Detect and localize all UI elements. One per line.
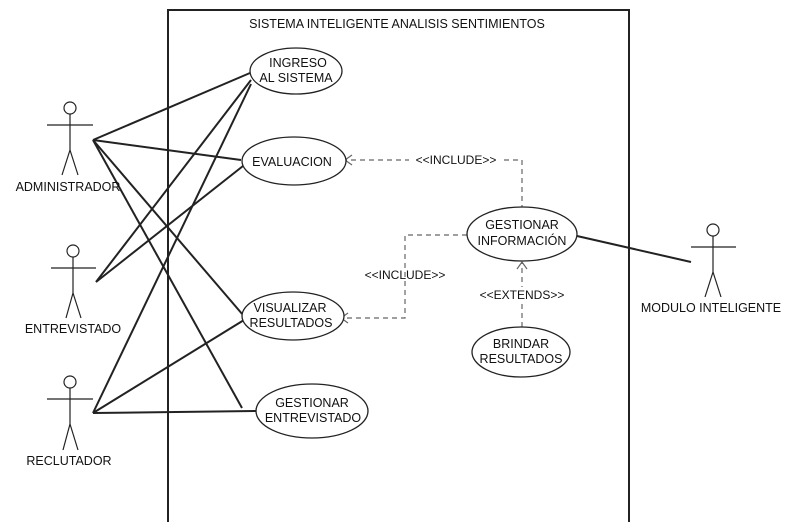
actor-entrevistado-leg-left — [65, 292, 74, 319]
usecase-gestionar-entrevistado[interactable]: GESTIONAR ENTREVISTADO — [255, 383, 369, 439]
usecase-visualizar-line2: RESULTADOS — [250, 316, 333, 330]
assoc-admin-ingreso — [92, 72, 251, 141]
extends-label-bg — [474, 287, 570, 302]
actor-modulo-leg-left — [704, 271, 714, 298]
include-path-evaluacion — [345, 159, 523, 210]
usecase-visualizar[interactable]: VISUALIZAR RESULTADOS — [241, 291, 345, 341]
usecase-ingreso-line1: INGRESO — [269, 56, 327, 70]
usecase-evaluacion-shape — [241, 136, 347, 186]
system-boundary — [167, 9, 630, 522]
usecase-brindar-shape — [471, 326, 571, 378]
include-label-visualizar: <<INCLUDE>> — [365, 268, 446, 282]
actor-reclutador-leg-right — [69, 423, 79, 451]
actor-entrevistado-leg-right — [72, 292, 82, 319]
usecase-gestionar-informacion-line2: INFORMACIÓN — [478, 233, 567, 248]
associations — [92, 72, 692, 414]
include-label-evaluacion: <<INCLUDE>> — [416, 153, 497, 167]
usecase-ingreso-shape — [249, 47, 343, 95]
assoc-entrevistado-ingreso — [95, 79, 252, 283]
usecase-ingreso-line2: AL SISTEMA — [259, 71, 333, 85]
assoc-reclutador-ingreso — [92, 83, 252, 414]
actor-modulo-inteligente[interactable] — [691, 223, 736, 298]
usecase-gestionar-entrevistado-shape — [255, 383, 369, 439]
usecase-evaluacion[interactable]: EVALUACION — [241, 136, 347, 186]
actor-reclutador-head — [63, 375, 77, 389]
actor-administrador-label: ADMINISTRADOR — [16, 180, 121, 194]
usecase-gestionar-informacion[interactable]: GESTIONAR INFORMACIÓN — [466, 206, 578, 262]
actor-administrador-head — [63, 101, 77, 115]
actor-reclutador-leg-left — [62, 423, 71, 451]
assoc-reclutador-gestionar-entrevistado — [92, 410, 257, 414]
assoc-admin-visualizar — [92, 139, 244, 316]
usecase-brindar[interactable]: BRINDAR RESULTADOS — [471, 326, 571, 378]
actor-reclutador[interactable] — [47, 375, 93, 451]
usecase-gestionar-informacion-shape — [466, 206, 578, 262]
include-label-bg-1 — [409, 152, 503, 168]
actor-modulo-label: MODULO INTELIGENTE — [641, 301, 781, 315]
usecase-ingreso[interactable]: INGRESO AL SISTEMA — [249, 47, 343, 95]
actor-entrevistado-label: ENTREVISTADO — [25, 322, 122, 336]
assoc-admin-gestionar-entrevistado — [92, 139, 243, 409]
actor-entrevistado[interactable] — [51, 244, 96, 319]
usecase-visualizar-line1: VISUALIZAR — [254, 301, 327, 315]
actor-modulo-leg-right — [712, 271, 722, 298]
system-title: SISTEMA INTELIGENTE ANALISIS SENTIMIENTO… — [249, 17, 545, 31]
actor-modulo-head — [706, 223, 720, 237]
assoc-reclutador-visualizar — [92, 319, 245, 414]
extends-label-brindar: <<EXTENDS>> — [480, 288, 565, 302]
usecase-visualizar-shape — [241, 291, 345, 341]
include-path-visualizar — [341, 234, 467, 319]
usecase-evaluacion-line1: EVALUACION — [252, 155, 332, 169]
assoc-modulo-gestionar-informacion — [576, 235, 692, 263]
actor-administrador[interactable] — [47, 101, 93, 176]
usecase-gestionar-entrevistado-line2: ENTREVISTADO — [265, 411, 362, 425]
usecase-gestionar-informacion-line1: GESTIONAR — [485, 218, 559, 232]
usecase-brindar-line1: BRINDAR — [493, 337, 549, 351]
dependencies — [341, 159, 523, 327]
actor-administrador-leg-left — [61, 149, 71, 176]
assoc-entrevistado-evaluacion — [95, 165, 244, 283]
actor-administrador-leg-right — [69, 149, 79, 176]
arrowhead-gestionar-informacion — [516, 260, 528, 270]
actor-entrevistado-head — [66, 244, 80, 258]
usecase-brindar-line2: RESULTADOS — [480, 352, 563, 366]
actor-reclutador-label: RECLUTADOR — [26, 454, 111, 468]
usecase-gestionar-entrevistado-line1: GESTIONAR — [275, 396, 349, 410]
